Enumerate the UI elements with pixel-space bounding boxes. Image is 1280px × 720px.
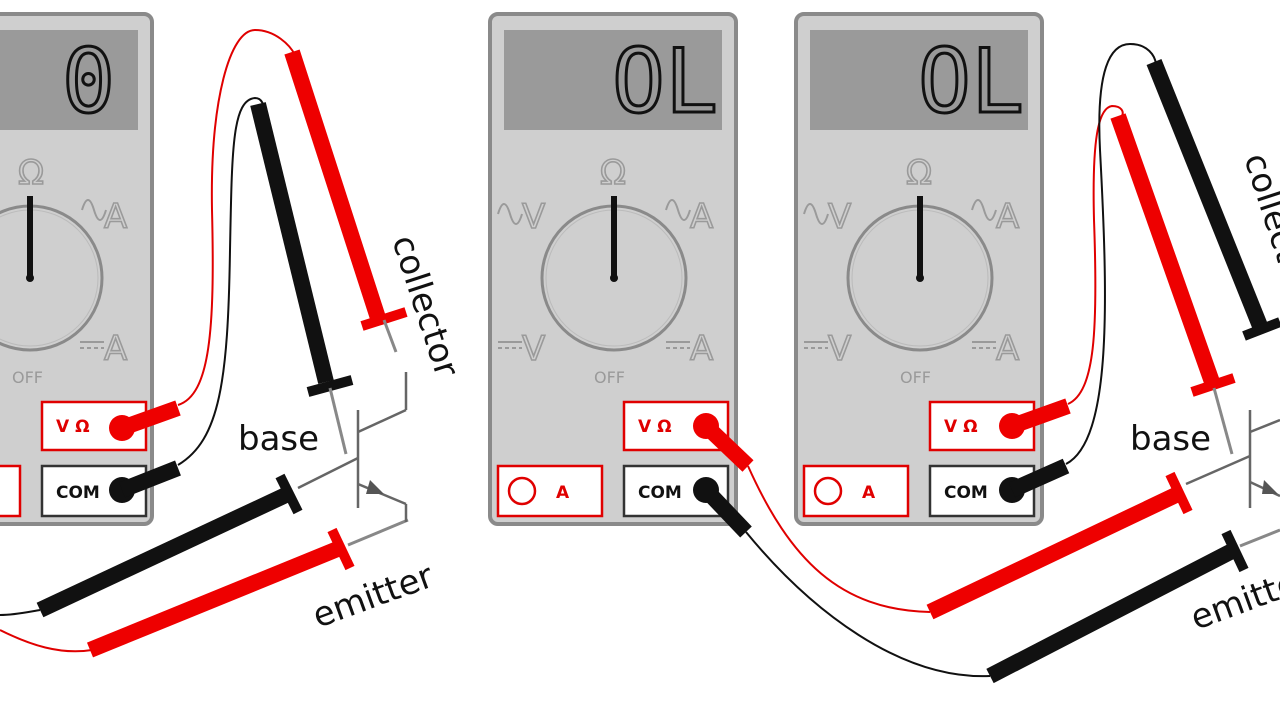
- amps-jack-socket-icon: [813, 476, 843, 506]
- ac-wave-icon: [497, 203, 523, 225]
- ac-wave-icon: [803, 203, 829, 225]
- ac-wave-icon: [81, 199, 107, 221]
- left-emitter-red-probe: [86, 518, 409, 658]
- left-collector-label: collector: [383, 230, 466, 381]
- right-collector-black-probe: [1146, 59, 1280, 341]
- left-red-lead-wire: [177, 28, 296, 406]
- amps-jack[interactable]: [802, 464, 910, 518]
- right-emitter-red-probe: [926, 471, 1193, 620]
- com-jack-label: COM: [56, 483, 100, 503]
- right-red-lead-wire: [1067, 104, 1124, 405]
- meter-display: [810, 30, 1028, 130]
- dial-dc-volts-label: V: [522, 329, 545, 369]
- amps-jack-socket-icon: [507, 476, 537, 506]
- dial-dc-amps-label: A: [690, 329, 713, 369]
- amps-jack[interactable]: [496, 464, 604, 518]
- ac-wave-icon: [971, 199, 997, 221]
- dial-ohm-label: Ω: [18, 153, 44, 193]
- middle-multimeter: OL Ω V A V A OFF V Ω COM A: [488, 12, 738, 526]
- left-black-lead-wire-2: [0, 609, 41, 616]
- left-emitter-label: emitter: [307, 556, 438, 636]
- amps-jack[interactable]: [0, 464, 22, 518]
- right-multimeter: OL Ω V A V A OFF V Ω COM A: [794, 12, 1044, 526]
- middle-probe-plugs: [693, 413, 754, 538]
- left-black-lead-wire: [177, 96, 265, 466]
- right-transistor-symbol: [1185, 410, 1280, 508]
- v-ohm-jack-label: V Ω: [944, 417, 978, 437]
- left-transistor-symbol: [297, 372, 408, 522]
- dial-dc-volts-label: V: [828, 329, 851, 369]
- com-jack-label: COM: [638, 483, 682, 503]
- left-multimeter: 0 Ω A A OFF V Ω COM: [0, 12, 154, 526]
- display-reading: OL: [918, 30, 1024, 133]
- dial-ac-amps-label: A: [996, 197, 1019, 237]
- left-red-lead-wire-2: [0, 629, 93, 653]
- v-ohm-jack-label: V Ω: [56, 417, 90, 437]
- left-probe-plugs: [109, 400, 181, 503]
- right-probe-plugs: [999, 398, 1071, 503]
- left-collector-red-probe: [284, 49, 408, 353]
- dial-off-label: OFF: [12, 368, 43, 387]
- v-ohm-jack[interactable]: [622, 400, 730, 452]
- dial-ac-volts-label: V: [522, 197, 545, 237]
- left-emitter-black-probe: [36, 473, 303, 618]
- dial-dc-amps-label: A: [104, 329, 127, 369]
- dial-ohm-label: Ω: [600, 153, 626, 193]
- dial-off-label: OFF: [594, 368, 625, 387]
- left-base-label: base: [238, 419, 319, 459]
- right-emitter-black-probe: [986, 528, 1280, 684]
- right-black-lead-wire: [1065, 42, 1157, 465]
- middle-red-lead-wire: [747, 465, 931, 613]
- display-reading: OL: [612, 30, 718, 133]
- com-jack-label: COM: [944, 483, 988, 503]
- meter-display: [0, 30, 138, 130]
- dial-ac-volts-label: V: [828, 197, 851, 237]
- amps-jack-label: A: [556, 483, 570, 503]
- dial-ac-amps-label: A: [690, 197, 713, 237]
- v-ohm-jack-label: V Ω: [638, 417, 672, 437]
- left-base-black-probe: [250, 102, 354, 455]
- dial-ac-amps-label: A: [104, 197, 127, 237]
- dial-dc-amps-label: A: [996, 329, 1019, 369]
- dial-off-label: OFF: [900, 368, 931, 387]
- right-base-red-probe: [1110, 113, 1236, 455]
- meter-display: [504, 30, 722, 130]
- ac-wave-icon: [665, 199, 691, 221]
- display-reading: 0: [62, 30, 115, 133]
- amps-jack-label: A: [862, 483, 876, 503]
- right-base-label: base: [1130, 419, 1211, 459]
- dial-ohm-label: Ω: [906, 153, 932, 193]
- middle-black-lead-wire: [745, 531, 991, 678]
